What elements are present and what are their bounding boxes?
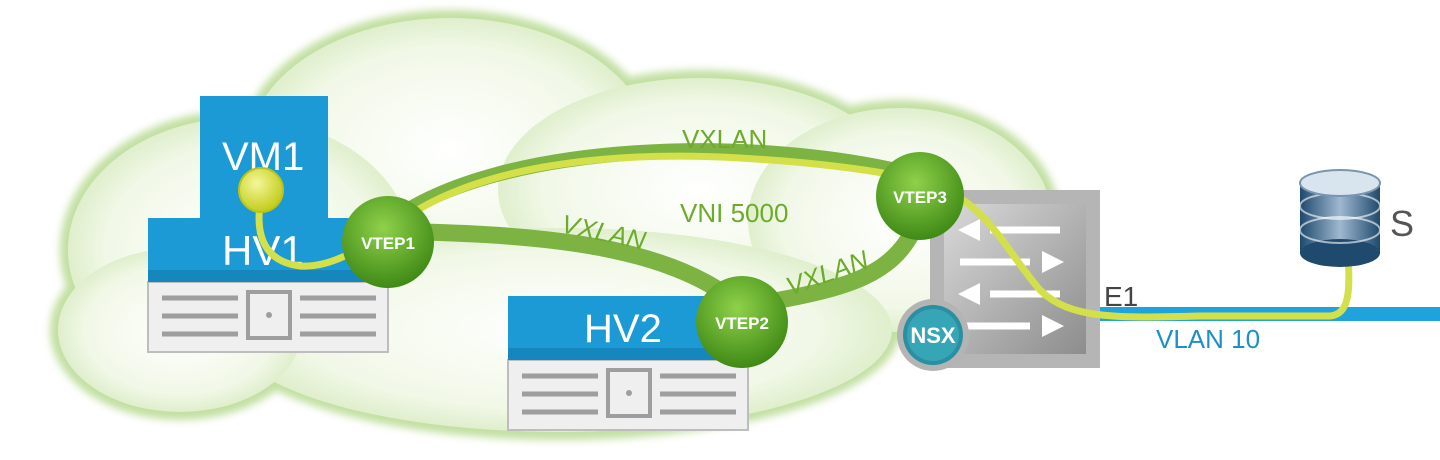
- vm1-endpoint-dot: [238, 167, 284, 213]
- vni-label: VNI 5000: [680, 198, 788, 228]
- nsx-label: NSX: [910, 323, 956, 348]
- vtep2-label: VTEP2: [715, 314, 769, 333]
- e1-label: E1: [1104, 281, 1138, 312]
- vtep2-node[interactable]: VTEP2: [696, 276, 788, 368]
- vlan-label: VLAN 10: [1156, 324, 1260, 354]
- server-face-icon: [162, 290, 376, 340]
- vtep1-label: VTEP1: [361, 234, 415, 253]
- nsx-badge: NSX: [897, 299, 969, 371]
- storage-label: S: [1390, 203, 1414, 244]
- switch-arrows-icon: [958, 219, 1064, 337]
- vtep3-label: VTEP3: [893, 188, 947, 207]
- server-face-icon: [522, 368, 736, 418]
- database-icon[interactable]: [1299, 169, 1381, 267]
- vtep3-node[interactable]: VTEP3: [876, 152, 964, 240]
- edge-switch-e1[interactable]: [930, 190, 1100, 368]
- vxlan-label-top: VXLAN: [682, 124, 767, 154]
- tunnel-vtep1-vtep3: [382, 143, 923, 230]
- traffic-path: [255, 152, 1353, 321]
- vtep1-node[interactable]: VTEP1: [342, 196, 434, 288]
- hv2-label: HV2: [584, 307, 662, 351]
